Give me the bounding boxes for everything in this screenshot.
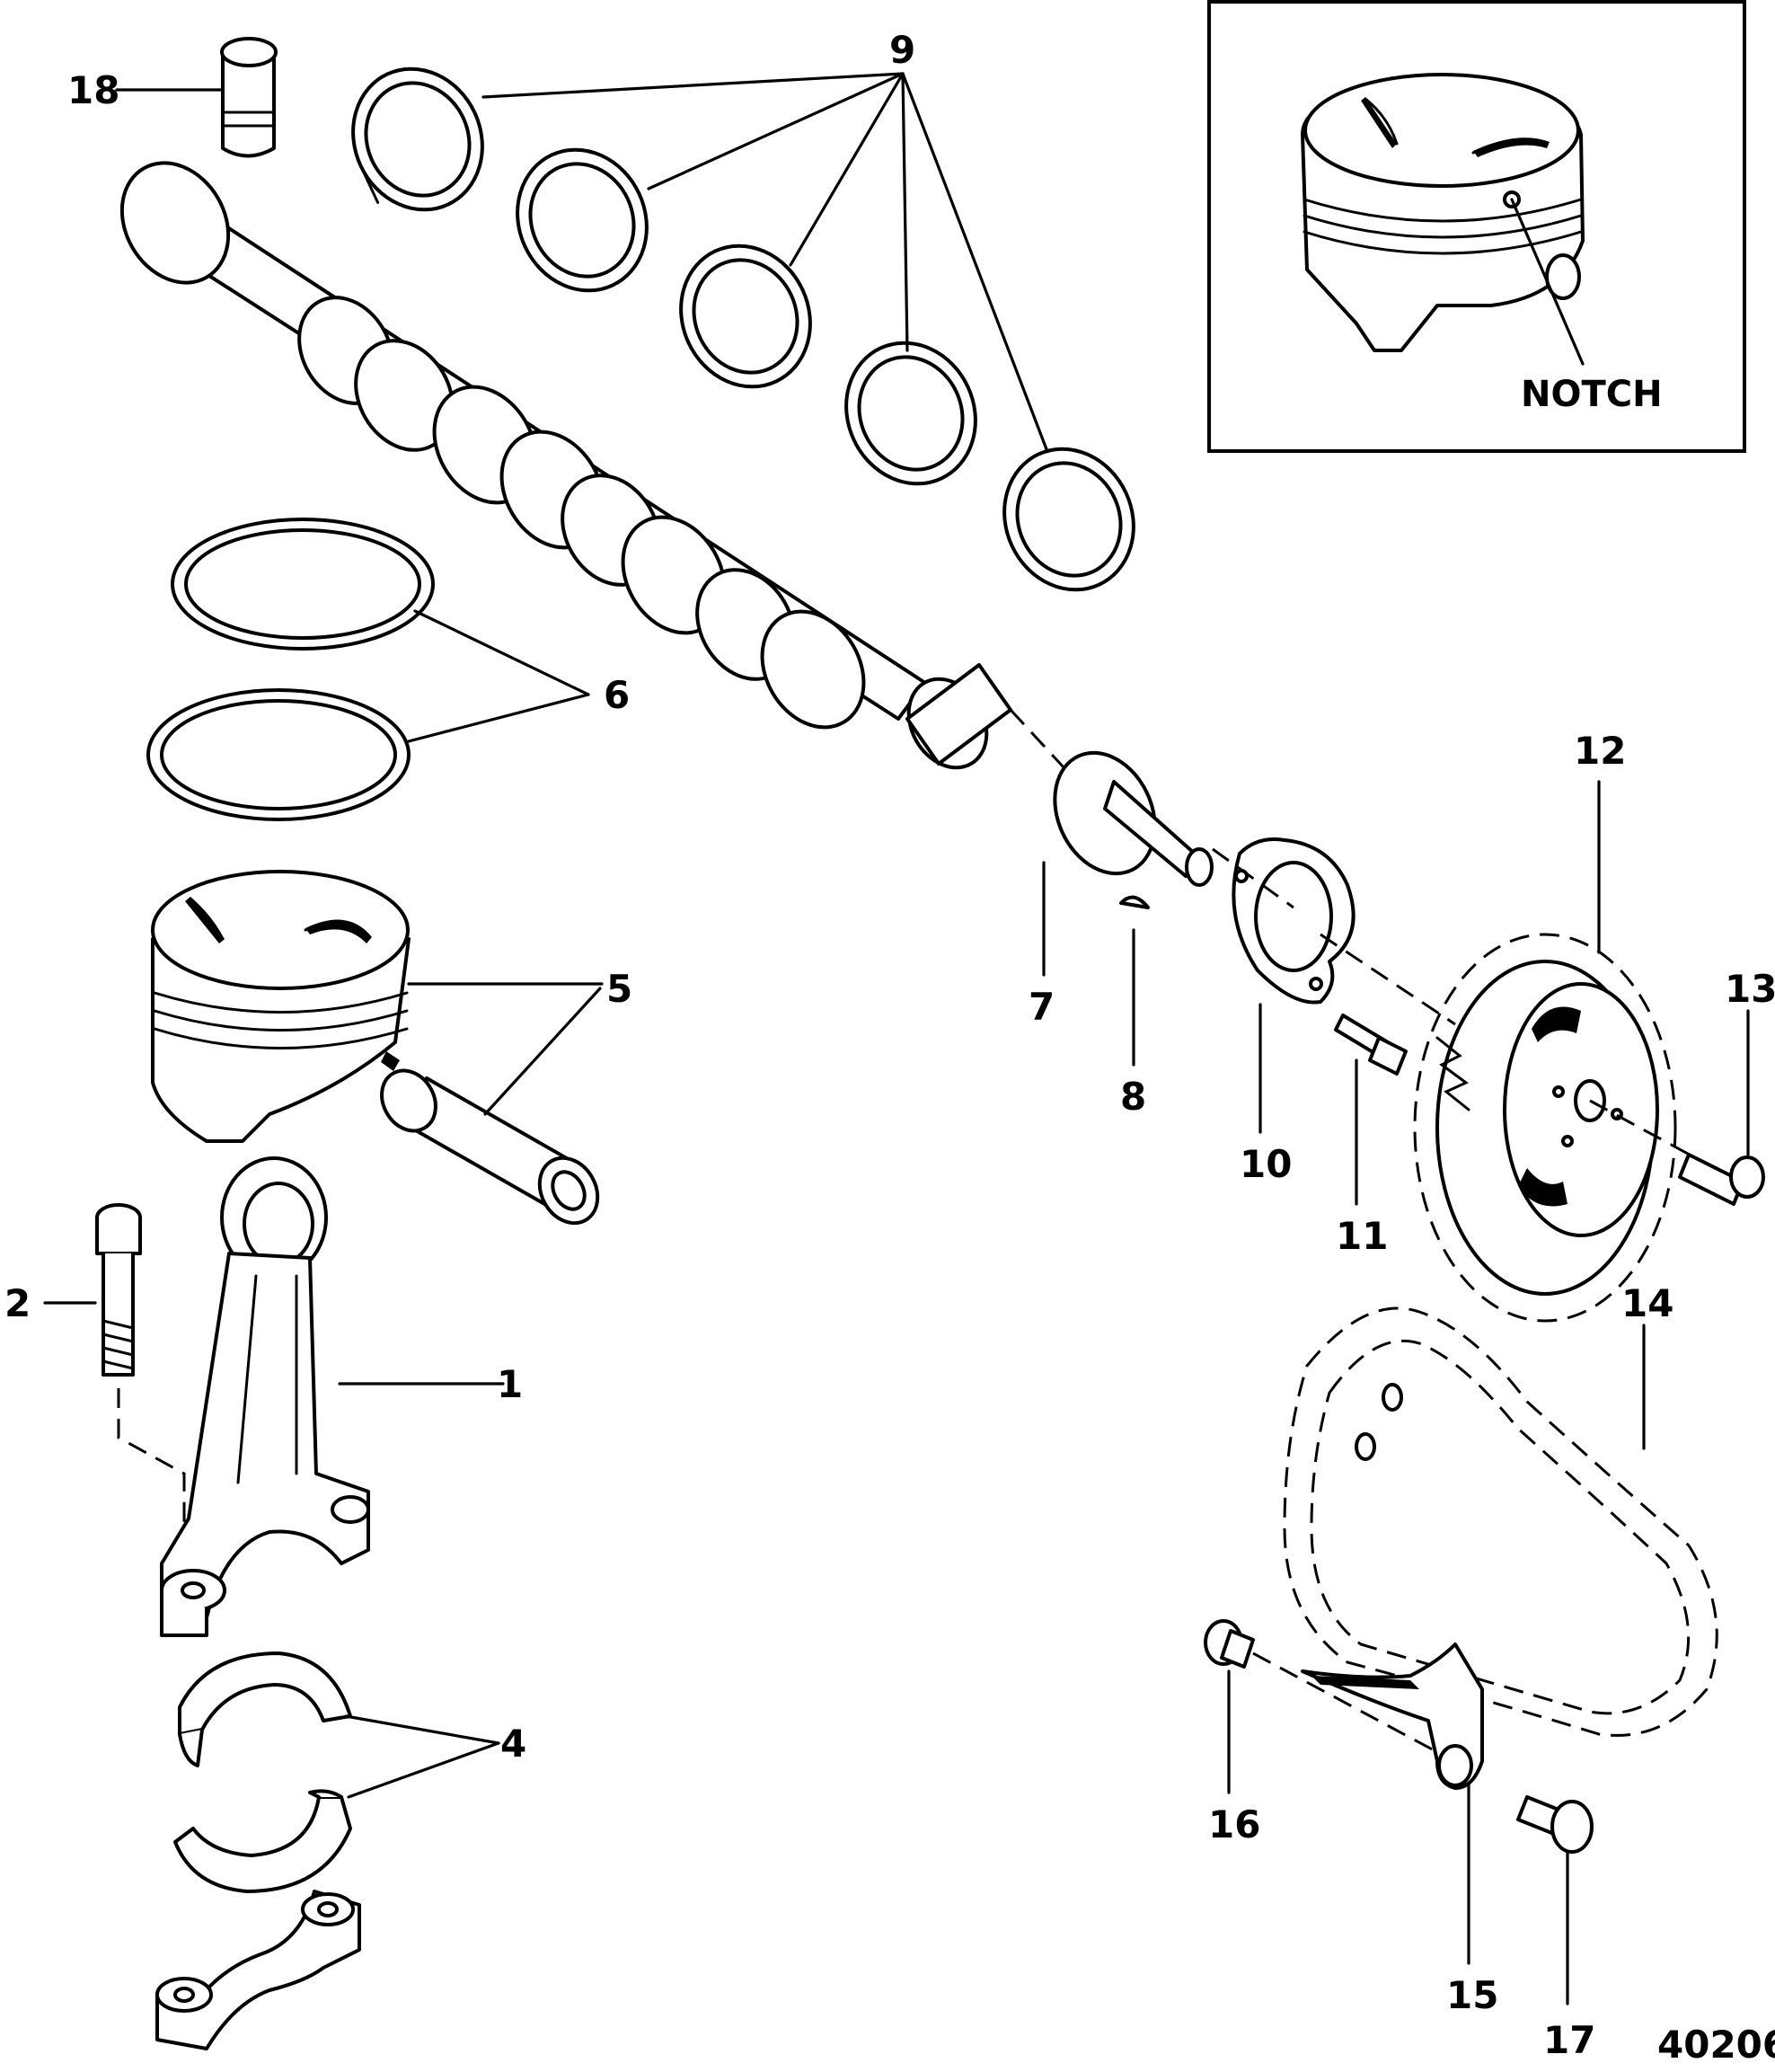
part-17-damper-bolt: 17 [1516,1795,1595,2062]
callout-5: 5 [606,967,632,1011]
part-4-rod-bearings: 4 [173,1651,526,1893]
callout-6: 6 [604,673,630,717]
callout-4: 4 [500,1722,526,1766]
part-6-piston-rings: 6 [146,518,630,821]
part-14-timing-chain: 14 [1283,1281,1718,1737]
part-5-piston: 5 [151,870,632,1143]
part-15-chain-damper: 15 [1252,1643,1498,2017]
rod-cap [155,1890,361,2050]
callout-2: 2 [4,1281,31,1325]
callout-10: 10 [1240,1142,1292,1186]
callout-1: 1 [497,1362,523,1406]
part-8-key: 8 [1119,895,1150,1119]
callout-9: 9 [889,28,915,72]
part-18-lifter: 18 [67,37,278,158]
camshaft [119,161,1012,770]
callout-18: 18 [67,68,119,112]
notch-label: NOTCH [1521,374,1663,415]
callout-16: 16 [1208,1802,1260,1846]
part-2-rod-bolt: 2 [4,1203,186,1581]
callout-12: 12 [1574,729,1626,773]
callout-11: 11 [1336,1214,1388,1258]
part-10-thrust-plate: 10 [1212,837,1456,1186]
callout-14: 14 [1621,1281,1673,1325]
inset-piston-notch: NOTCH [1207,0,1746,453]
callout-7: 7 [1029,985,1055,1029]
figure-id: 40206 [1657,2023,1775,2067]
part-5-piston-pin [380,987,602,1226]
part-11-bolt: 11 [1334,1014,1408,1258]
part-13-sprocket-bolt: 13 [1589,967,1775,1206]
part-16-pin: 16 [1204,1619,1260,1846]
part-12-camshaft-sprocket: 12 [1413,729,1677,1323]
part-7-sprocket-hub: 7 [1009,708,1214,1029]
callout-8: 8 [1120,1075,1146,1119]
callout-13: 13 [1725,967,1775,1011]
part-9-cam-bearings: 9 [351,28,1135,592]
callout-17: 17 [1543,2018,1595,2062]
callout-15: 15 [1446,1973,1498,2017]
part-1-connecting-rod: 1 [160,1156,523,1637]
